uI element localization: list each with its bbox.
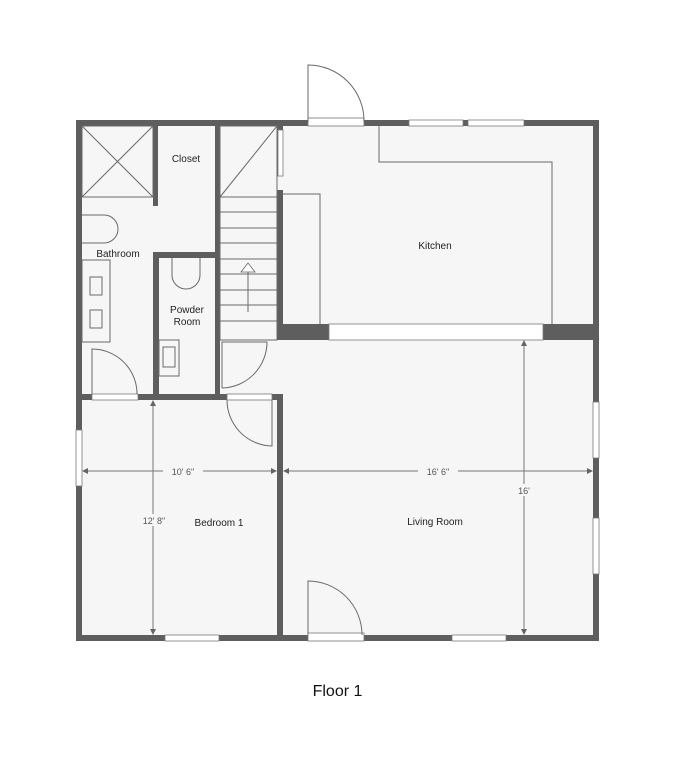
floor-title: Floor 1 [312,683,363,700]
living-length-label: 16' [518,486,530,496]
living-dimensions [283,340,593,635]
bedroom-dimensions [82,400,277,635]
stair-up-arrow-icon [240,262,256,273]
bedroom1-label: Bedroom 1 [195,518,244,529]
bathroom-toilet [82,214,119,244]
stairs[interactable] [219,125,278,341]
stair-door[interactable] [220,340,277,394]
kitchen-label: Kitchen [418,241,451,252]
living-room-door[interactable] [307,580,365,642]
powder-room-label-line2: Room [174,317,201,328]
bedroom-door[interactable] [226,393,273,447]
bedroom-length-label: 12' 8" [143,516,165,526]
front-door[interactable] [307,64,365,127]
bathroom-vanity [81,259,111,343]
powder-room-label-line1: Powder [170,305,205,316]
bathroom-door[interactable] [91,348,138,395]
kitchen-counters [283,126,553,324]
bathroom-label: Bathroom [96,249,139,260]
closet-label: Closet [172,154,201,165]
windows [75,119,600,642]
floor-area [82,126,593,635]
bedroom-width-label: 10' 6" [172,467,194,477]
living-room-label: Living Room [407,517,463,528]
powder-room-fixtures [158,258,201,377]
living-width-label: 16' 6" [427,467,449,477]
shower [81,125,154,198]
